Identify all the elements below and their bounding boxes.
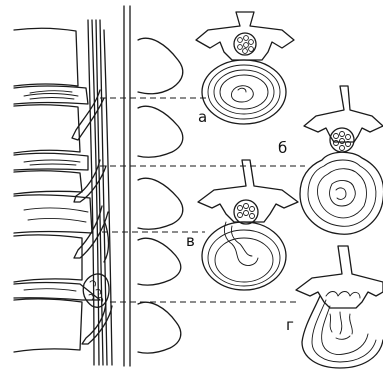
vertebral-bodies [14,28,82,352]
dural-sac-profiles [138,38,183,353]
divider-lines [124,6,130,366]
label-v: в [186,232,195,250]
cross-section-g [296,246,383,368]
cross-section-v [198,160,298,290]
label-a: а [198,108,207,126]
label-g: г [286,316,294,334]
label-b: б [278,139,287,157]
level-dashed-lines [100,98,305,302]
cross-section-a [196,12,294,124]
spine-side-view [14,20,112,365]
cross-section-b [300,86,383,234]
nerve-root-bundle [88,20,112,365]
